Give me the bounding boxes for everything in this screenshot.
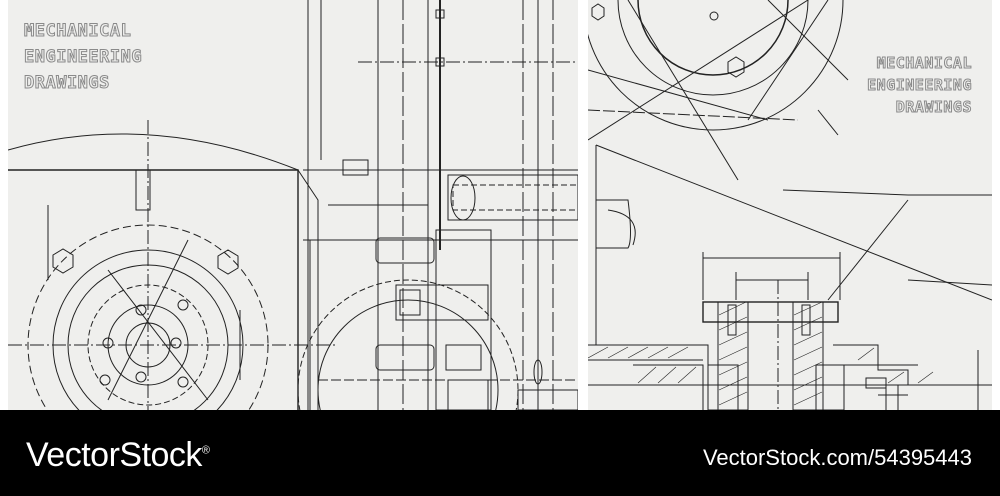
brand-name: VectorStock bbox=[26, 436, 202, 474]
left-drawing-panel: MECHANICAL ENGINEERING DRAWINGS bbox=[8, 0, 578, 410]
right-panel-title: MECHANICAL ENGINEERING DRAWINGS bbox=[867, 52, 972, 118]
brand-logo: VectorStock® bbox=[26, 436, 210, 475]
left-title-line-2: ENGINEERING bbox=[23, 47, 143, 68]
registered-mark: ® bbox=[201, 444, 210, 457]
right-drawing-panel: MECHANICAL ENGINEERING DRAWINGS bbox=[588, 0, 992, 410]
right-technical-drawing bbox=[588, 0, 992, 410]
right-title-line-2: ENGINEERING bbox=[867, 76, 972, 95]
watermark-footer-bar bbox=[0, 410, 1000, 496]
left-title-line-1: MECHANICAL bbox=[23, 21, 132, 42]
left-panel-title: MECHANICAL ENGINEERING DRAWINGS bbox=[23, 18, 143, 96]
right-title-line-1: MECHANICAL bbox=[876, 54, 972, 73]
asset-id-text: VectorStock.com/54395443 bbox=[702, 445, 972, 470]
left-title-line-3: DRAWINGS bbox=[23, 73, 110, 94]
left-technical-drawing bbox=[8, 0, 578, 410]
right-title-line-3: DRAWINGS bbox=[895, 98, 972, 117]
